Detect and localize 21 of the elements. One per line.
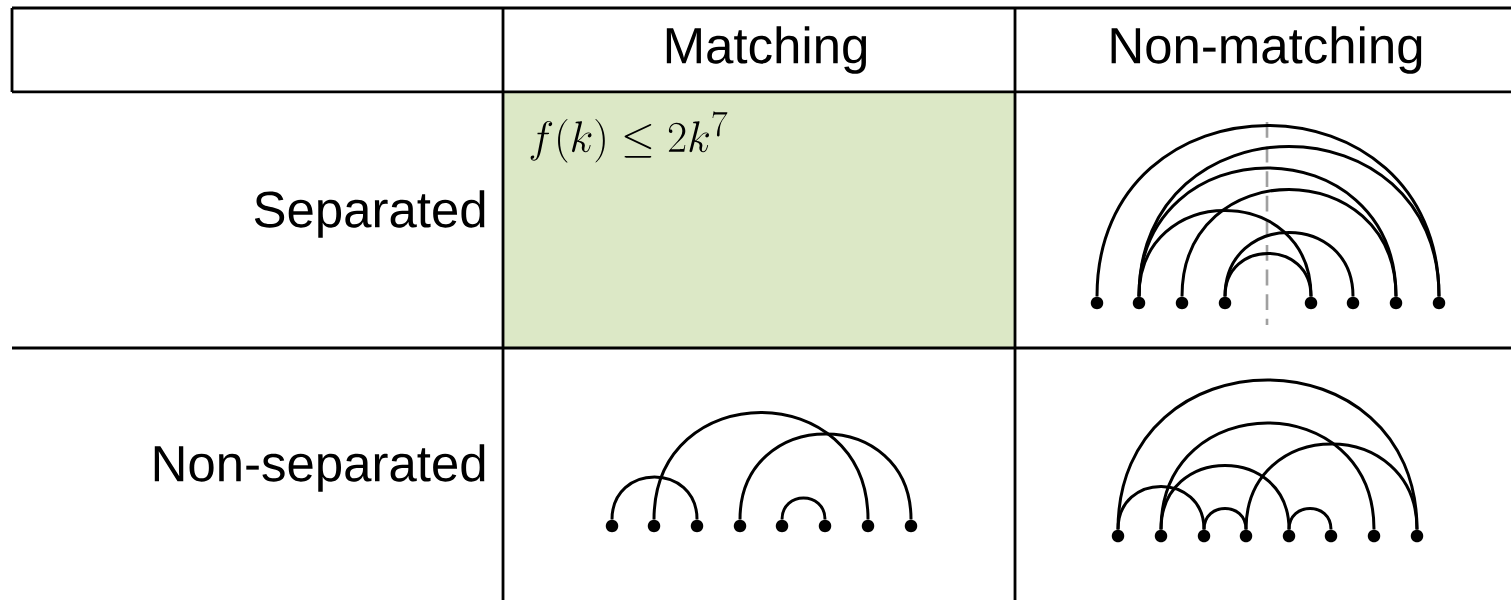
column-header: Matching <box>666 26 867 74</box>
arc <box>1223 251 1313 297</box>
shaded-cell: $f(k) \le 2k^{7}$ <box>503 92 1015 348</box>
arc <box>1202 507 1248 530</box>
arc <box>652 411 870 520</box>
arc <box>1223 230 1355 297</box>
arc <box>1137 145 1441 297</box>
arc <box>1287 507 1333 530</box>
arc <box>1244 442 1419 530</box>
column-header: Non-matching <box>1111 26 1422 74</box>
arc <box>610 475 699 520</box>
arc <box>738 432 913 520</box>
arc <box>1137 209 1313 297</box>
arc <box>1180 188 1398 297</box>
row-header: Non-separated <box>154 444 485 492</box>
arc <box>1116 484 1206 530</box>
arc <box>780 496 827 520</box>
arc <box>1159 421 1376 530</box>
arc <box>1095 124 1441 297</box>
arc <box>1159 463 1291 530</box>
row-header: Separated <box>254 190 485 238</box>
